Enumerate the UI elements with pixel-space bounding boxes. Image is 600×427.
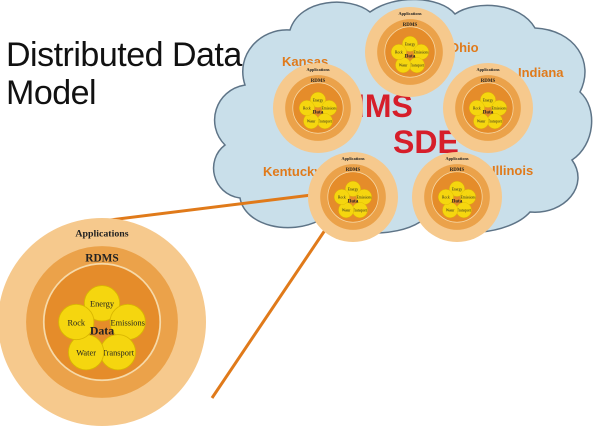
applications-label: Applications (399, 11, 422, 16)
rdms-label: RDMS (311, 79, 326, 84)
petal-label-emissions: Emissions (357, 195, 372, 199)
petal-label-energy: Energy (313, 98, 324, 102)
data-label: Data (405, 53, 416, 59)
petal-rock (469, 100, 485, 116)
petal-energy (345, 181, 361, 197)
petal-label-water: Water (76, 349, 96, 358)
state-label-illinois: Illinois (492, 163, 533, 178)
petal-label-emissions: Emissions (414, 50, 429, 54)
petal-label-transport: Transport (457, 209, 471, 213)
petal-label-energy: Energy (483, 98, 494, 102)
petal-label-transport: Transport (353, 209, 367, 213)
state-label-indiana: Indiana (518, 65, 564, 80)
petal-label-rock: Rock (442, 195, 450, 199)
data-label: Data (90, 323, 114, 337)
petal-label-energy: Energy (405, 42, 416, 46)
petal-label-emissions: Emissions (322, 106, 337, 110)
page-title: Distributed Data Model (6, 36, 242, 112)
applications-label: Applications (75, 229, 128, 240)
applications-label: Applications (446, 156, 469, 161)
petal-label-transport: Transport (102, 349, 135, 358)
petal-label-transport: Transport (410, 64, 424, 68)
petal-label-transport: Transport (488, 120, 502, 124)
petal-label-water: Water (342, 209, 351, 213)
petal-rock (299, 100, 315, 116)
petal-energy (449, 181, 465, 197)
rdms-label: RDMS (85, 253, 118, 265)
petal-rock (334, 189, 350, 205)
rdms-label: RDMS (346, 168, 361, 173)
petal-label-rock: Rock (303, 106, 311, 110)
petal-energy (310, 92, 326, 108)
data-label: Data (452, 198, 463, 204)
state-label-kentucky: Kentucky (263, 164, 322, 179)
petal-label-transport: Transport (318, 120, 332, 124)
cloud-shape (212, 0, 593, 234)
petal-energy (402, 36, 418, 52)
petal-rock (438, 189, 454, 205)
title-line-2: Model (6, 74, 97, 112)
title-line-1: Distributed Data (6, 36, 242, 74)
petal-label-energy: Energy (348, 187, 359, 191)
petal-label-water: Water (399, 64, 408, 68)
petal-label-rock: Rock (67, 318, 85, 327)
petal-label-rock: Rock (338, 195, 346, 199)
rdms-label: RDMS (450, 168, 465, 173)
applications-label: Applications (307, 67, 330, 72)
petal-label-energy: Energy (452, 187, 463, 191)
petal-label-water: Water (477, 120, 486, 124)
data-label: Data (483, 109, 494, 115)
rdms-label: RDMS (481, 79, 496, 84)
applications-label: Applications (477, 67, 500, 72)
petal-rock (391, 44, 407, 60)
applications-label: Applications (342, 156, 365, 161)
petal-rock (58, 303, 95, 341)
data-label: Data (313, 109, 324, 115)
state-label-ohio: Ohio (449, 40, 479, 55)
petal-energy (480, 92, 496, 108)
petal-label-water: Water (307, 120, 316, 124)
petal-energy (83, 285, 121, 322)
petal-label-energy: Energy (90, 300, 115, 309)
petal-label-rock: Rock (395, 50, 403, 54)
rdms-label: RDMS (403, 23, 418, 28)
petal-label-water: Water (446, 209, 455, 213)
petal-label-rock: Rock (473, 106, 481, 110)
petal-label-emissions: Emissions (492, 106, 507, 110)
petal-label-emissions: Emissions (110, 318, 144, 327)
data-label: Data (348, 198, 359, 204)
petal-label-emissions: Emissions (461, 195, 476, 199)
